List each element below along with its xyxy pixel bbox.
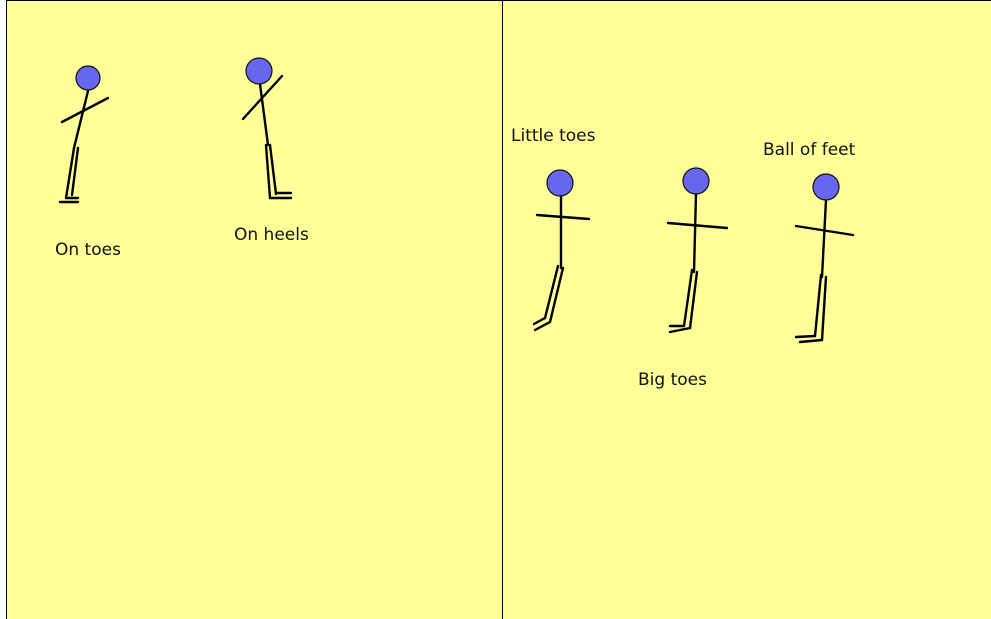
label-little-toes: Little toes: [511, 126, 596, 146]
label-big-toes: Big toes: [638, 370, 707, 390]
label-on-toes: On toes: [55, 240, 121, 260]
label-ball-of-feet: Ball of feet: [763, 140, 856, 160]
right-panel: [502, 0, 991, 619]
left-panel: [6, 0, 503, 619]
label-on-heels: On heels: [234, 225, 309, 245]
